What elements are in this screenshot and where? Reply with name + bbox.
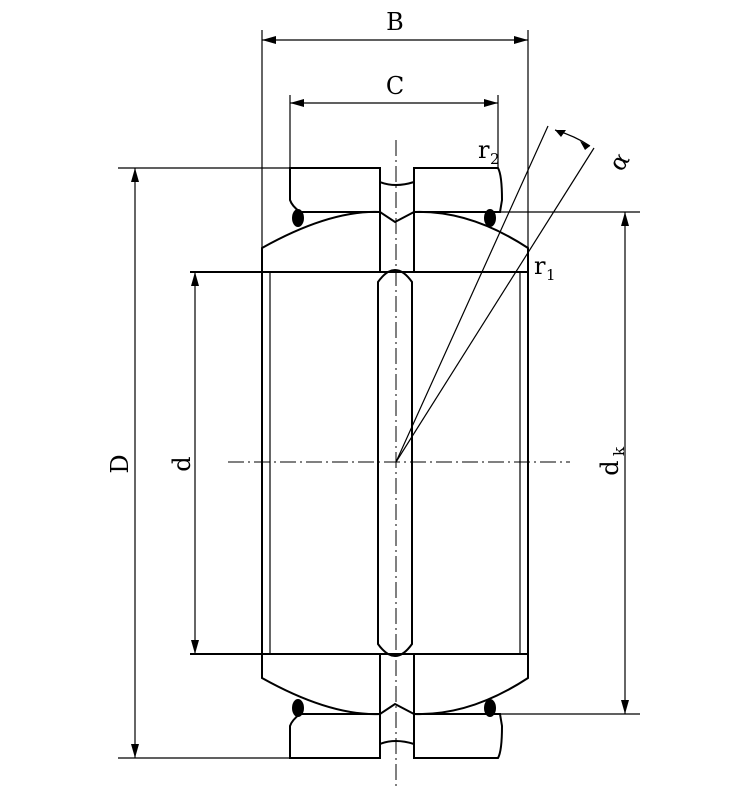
svg-text:1: 1 <box>546 266 556 284</box>
label-r1: r 1 <box>534 252 556 284</box>
dimension-dk <box>490 211 640 715</box>
seal-bottom-left <box>292 699 304 717</box>
svg-text:r: r <box>534 252 546 280</box>
seal-top-right <box>484 209 496 227</box>
lubrication-groove <box>377 168 415 758</box>
outer-ring-top <box>289 167 504 213</box>
label-C: C <box>386 72 404 100</box>
label-dk: d k <box>596 446 628 476</box>
label-B: B <box>386 8 404 36</box>
dimension-D <box>118 167 290 759</box>
seal-bottom-right <box>484 699 496 717</box>
svg-text:d: d <box>596 460 624 475</box>
svg-text:r: r <box>478 136 490 164</box>
dimension-d <box>191 272 199 654</box>
bore-outline <box>190 271 529 655</box>
outer-ring-bottom <box>289 713 504 759</box>
dimension-C <box>289 95 499 168</box>
tilt-angle-lines <box>395 125 595 463</box>
label-alpha: α <box>603 147 635 176</box>
label-d: d <box>168 456 196 471</box>
label-r2: r 2 <box>478 136 500 168</box>
svg-text:k: k <box>610 446 628 456</box>
dimension-B <box>261 30 529 272</box>
seal-top-left <box>292 209 304 227</box>
svg-text:2: 2 <box>490 150 500 168</box>
label-D: D <box>106 454 134 473</box>
